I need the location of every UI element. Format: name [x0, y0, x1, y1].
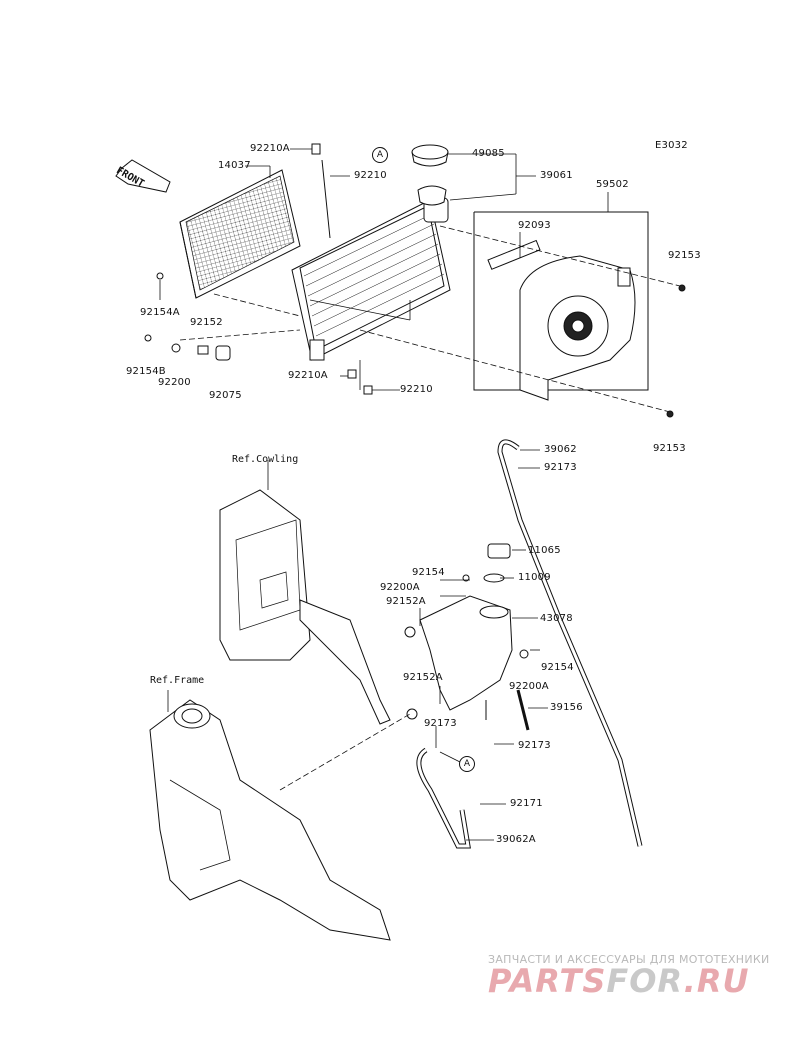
- cowling-bracket: [219, 460, 391, 725]
- radiator-screen: [179, 169, 301, 299]
- part-92173-top[interactable]: 92173: [544, 462, 577, 473]
- part-59502[interactable]: 59502: [596, 179, 629, 190]
- part-92153-bottom[interactable]: 92153: [653, 443, 686, 454]
- part-92153-top[interactable]: 92153: [668, 250, 701, 261]
- part-39062A[interactable]: 39062A: [496, 834, 536, 845]
- part-92173-right[interactable]: 92173: [518, 740, 551, 751]
- part-11009[interactable]: 11009: [518, 572, 551, 583]
- part-92152[interactable]: 92152: [190, 317, 223, 328]
- part-92210-top[interactable]: 92210: [354, 170, 387, 181]
- part-14037[interactable]: 14037: [218, 160, 251, 171]
- reservoir-tank: [404, 543, 530, 731]
- part-92210A-bottom[interactable]: 92210A: [288, 370, 328, 381]
- watermark-brand-c: .RU: [683, 962, 750, 1000]
- part-92154B[interactable]: 92154B: [126, 366, 166, 377]
- part-92154-mid[interactable]: 92154: [412, 567, 445, 578]
- ref-cowling: Ref.Cowling: [232, 454, 299, 465]
- watermark-tagline: ЗАПЧАСТИ И АКСЕССУАРЫ ДЛЯ МОТОТЕХНИКИ: [488, 953, 770, 966]
- part-43078[interactable]: 43078: [540, 613, 573, 624]
- hardware-fasteners: [144, 143, 686, 418]
- diagram-code: E3032: [655, 140, 688, 151]
- part-92173-left[interactable]: 92173: [424, 718, 457, 729]
- part-49085[interactable]: 49085: [472, 148, 505, 159]
- part-92093[interactable]: 92093: [518, 220, 551, 231]
- leader-lines-bottom: [279, 449, 548, 841]
- radiator-cap: [411, 144, 449, 206]
- watermark-brand-a: PARTS: [488, 962, 607, 1000]
- part-39156[interactable]: 39156: [550, 702, 583, 713]
- part-92154A[interactable]: 92154A: [140, 307, 180, 318]
- part-92152A-bottom[interactable]: 92152A: [403, 672, 443, 683]
- watermark-logo: PARTSFOR.RU: [488, 962, 749, 1000]
- part-92210A-top[interactable]: 92210A: [250, 143, 290, 154]
- part-92200[interactable]: 92200: [158, 377, 191, 388]
- frame: [149, 690, 391, 941]
- cooling-fan: [487, 239, 636, 401]
- part-92171[interactable]: 92171: [510, 798, 543, 809]
- watermark-brand-b: FOR: [606, 962, 684, 1000]
- front-arrow-icon: [115, 159, 171, 193]
- radiator: [291, 197, 451, 361]
- ref-frame: Ref.Frame: [150, 675, 205, 686]
- part-92154-right[interactable]: 92154: [541, 662, 574, 673]
- callout-a-bottom: A: [459, 756, 475, 772]
- callout-a-top: A: [372, 147, 388, 163]
- part-39062[interactable]: 39062: [544, 444, 577, 455]
- part-39061[interactable]: 39061: [540, 170, 573, 181]
- part-92152A-top[interactable]: 92152A: [386, 596, 426, 607]
- part-92075[interactable]: 92075: [209, 390, 242, 401]
- part-92200A-left[interactable]: 92200A: [380, 582, 420, 593]
- part-92210-bottom[interactable]: 92210: [400, 384, 433, 395]
- part-11065[interactable]: 11065: [528, 545, 561, 556]
- part-92200A-right[interactable]: 92200A: [509, 681, 549, 692]
